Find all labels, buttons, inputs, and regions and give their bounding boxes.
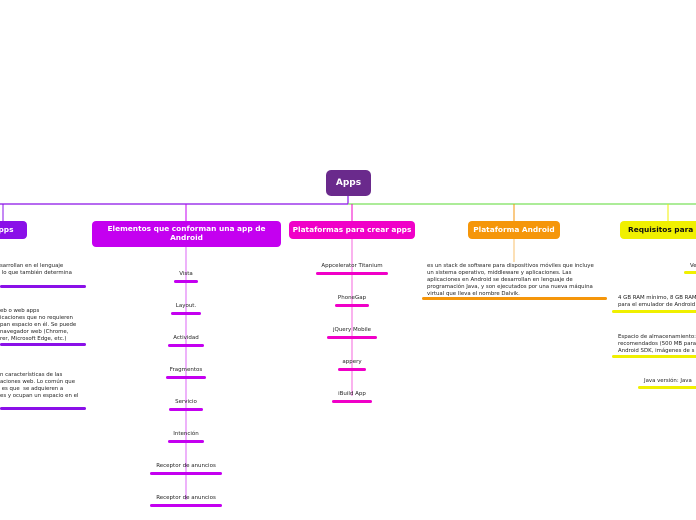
plataformas-item[interactable]: PhoneGap [337, 295, 367, 301]
tipos-paragraph-3: n características de las aciones web. Lo… [0, 372, 79, 399]
plataformas-item-underline [332, 400, 372, 403]
elementos-item-underline [166, 376, 206, 379]
plataformas-item[interactable]: Appcelerator Titanium [321, 263, 383, 269]
elementos-item[interactable]: Receptor de anuncios [156, 463, 216, 469]
root-node-label: Apps [335, 177, 362, 188]
elementos-item-underline [174, 280, 198, 283]
elementos-item[interactable]: Actividad [173, 335, 199, 341]
branch-node-plataformas[interactable]: Plataformas para crear apps [289, 221, 415, 239]
branch-node-label: apps [0, 224, 14, 234]
elementos-item-underline [150, 472, 222, 475]
requisitos-underline-3 [612, 355, 696, 358]
branch-node-label: Plataforma Android [473, 224, 555, 234]
plataformas-item-underline [338, 368, 366, 371]
branch-node-tipos-apps[interactable]: apps [0, 221, 27, 239]
elementos-item[interactable]: Intención [173, 431, 199, 437]
elementos-item[interactable]: Vista [179, 271, 193, 277]
elementos-item-underline [170, 312, 202, 315]
tipos-underline-1 [0, 285, 86, 288]
elementos-item[interactable]: Servicio [175, 399, 197, 405]
branch-node-label: Requisitos para in [628, 224, 696, 234]
tipos-paragraph-2: eb o web apps icaciones que no requieren… [0, 308, 77, 342]
plataformas-item-underline [327, 336, 377, 339]
root-node-apps[interactable]: Apps [326, 170, 371, 196]
tipos-underline-2 [0, 343, 86, 346]
plataformas-item[interactable]: appery [342, 359, 362, 365]
elementos-item[interactable]: Fragmentos [169, 367, 203, 373]
branch-node-elementos[interactable]: Elementos que conforman una app de Andro… [92, 221, 281, 247]
plataformas-item[interactable]: jQuery Mobile [332, 327, 372, 333]
elementos-item-underline [167, 440, 205, 443]
tipos-paragraph-1: sarrollan en el lenguaje lo que también … [0, 263, 72, 276]
requisitos-underline-1 [684, 271, 696, 274]
tipos-underline-3 [0, 407, 86, 410]
branch-node-label: Elementos que conforman una app de Andro… [107, 224, 266, 242]
android-description: es un stack de software para dispositivo… [427, 263, 594, 297]
requisitos-paragraph-1: Ve [690, 263, 696, 269]
elementos-item-underline [150, 504, 222, 507]
requisitos-underline-4 [638, 386, 696, 389]
branch-node-requisitos[interactable]: Requisitos para in [620, 221, 696, 239]
branch-node-label: Plataformas para crear apps [292, 224, 412, 234]
branch-node-plataforma-android[interactable]: Plataforma Android [468, 221, 560, 239]
elementos-item[interactable]: Receptor de anuncios [156, 495, 216, 501]
android-underline [422, 297, 607, 300]
plataformas-item[interactable]: iBuild App [338, 391, 366, 397]
requisitos-underline-2 [612, 310, 696, 313]
plataformas-item-underline [316, 272, 388, 275]
elementos-item-underline [167, 344, 205, 347]
plataformas-item-underline [335, 304, 369, 307]
requisitos-paragraph-2: 4 GB RAM mínimo, 8 GB RAM para el emulad… [618, 295, 696, 308]
elementos-item-underline [169, 408, 203, 411]
elementos-item[interactable]: Layout. [175, 303, 197, 309]
requisitos-paragraph-3: Espacio de almacenamiento: recomendados … [618, 334, 696, 354]
requisitos-paragraph-4: Java versión: Java [644, 378, 692, 384]
